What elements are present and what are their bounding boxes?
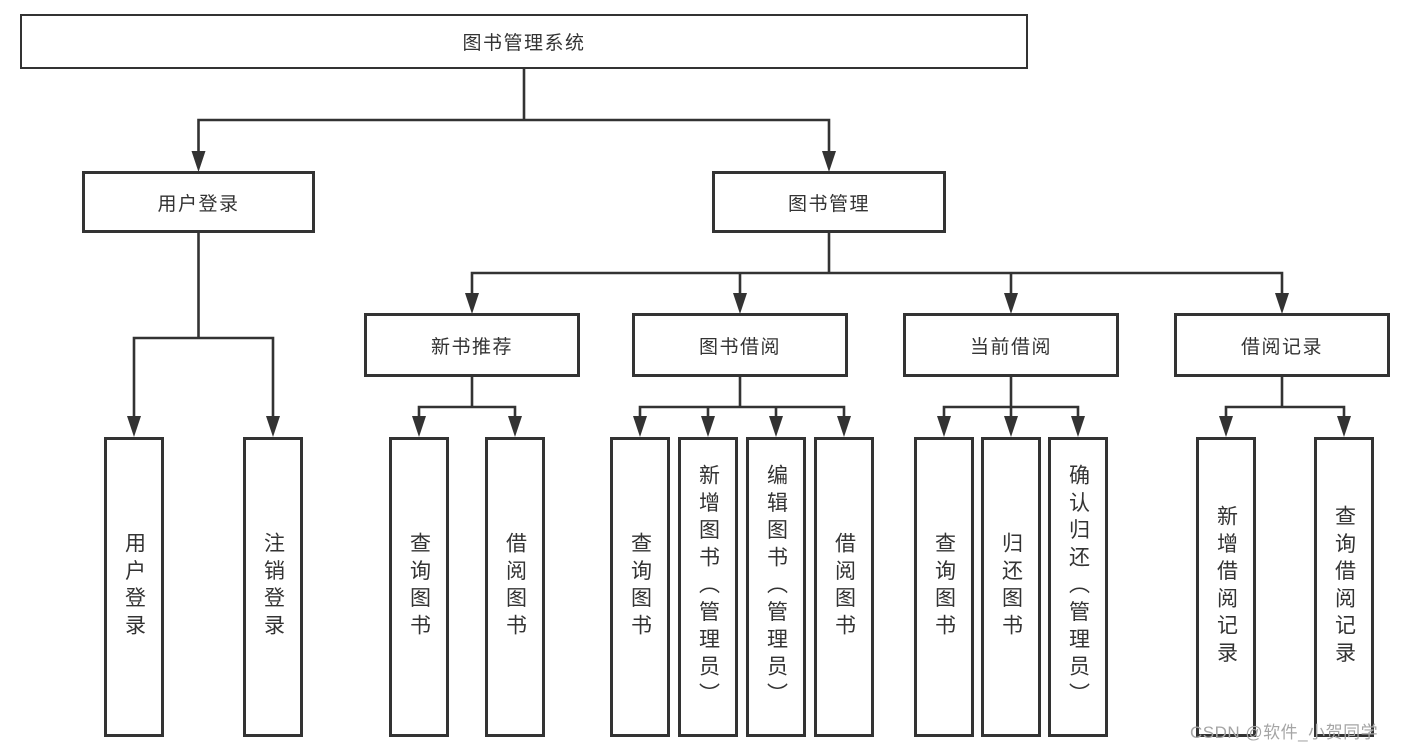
connector-book-management-children	[465, 233, 1289, 314]
leaf-nbr-query-book: 查询图书	[389, 437, 449, 737]
arrow-down-icon	[191, 151, 206, 172]
node-new-book-recommend: 新书推荐	[364, 313, 580, 377]
leaf-bb-edit-book-admin-label: 编辑图书（管理员）	[764, 464, 788, 710]
arrow-down-icon	[769, 416, 783, 437]
leaf-cb-query-book: 查询图书	[914, 437, 974, 737]
leaf-bb-add-book-admin: 新增图书（管理员）	[678, 437, 738, 737]
leaf-cb-return-book-label: 归还图书	[999, 532, 1023, 642]
leaf-nbr-query-book-label: 查询图书	[407, 532, 431, 642]
leaf-nbr-borrow-book: 借阅图书	[485, 437, 545, 737]
leaf-br-add-record: 新增借阅记录	[1196, 437, 1256, 737]
leaf-user-login-label: 用户登录	[122, 532, 146, 642]
arrow-down-icon	[1337, 416, 1351, 437]
connector-current-borrow-children	[937, 377, 1085, 437]
leaf-nbr-borrow-book-label: 借阅图书	[503, 532, 527, 642]
node-new-book-recommend-label: 新书推荐	[430, 336, 513, 358]
leaf-user-login: 用户登录	[104, 437, 164, 737]
arrow-down-icon	[937, 416, 951, 437]
leaf-bb-borrow-book: 借阅图书	[814, 437, 874, 737]
arrow-down-icon	[465, 293, 479, 314]
leaf-bb-borrow-book-label: 借阅图书	[832, 532, 856, 642]
node-borrow-records-label: 借阅记录	[1240, 336, 1323, 358]
node-book-borrow-label: 图书借阅	[698, 336, 781, 358]
node-user-login: 用户登录	[82, 171, 315, 233]
arrow-down-icon	[1219, 416, 1233, 437]
arrow-down-icon	[508, 416, 522, 437]
leaf-logout-login-label: 注销登录	[261, 532, 285, 642]
leaf-br-query-record: 查询借阅记录	[1314, 437, 1374, 737]
connector-book-borrow-children	[633, 377, 851, 437]
arrow-down-icon	[1071, 416, 1085, 437]
node-borrow-records: 借阅记录	[1174, 313, 1390, 377]
arrow-down-icon	[701, 416, 715, 437]
leaf-cb-query-book-label: 查询图书	[932, 532, 956, 642]
arrow-down-icon	[837, 416, 851, 437]
connector-new-book-children	[412, 377, 522, 437]
node-book-borrow: 图书借阅	[632, 313, 848, 377]
arrow-down-icon	[412, 416, 426, 437]
leaf-bb-add-book-admin-label: 新增图书（管理员）	[696, 464, 720, 710]
leaf-br-add-record-label: 新增借阅记录	[1214, 505, 1238, 669]
arrow-down-icon	[1004, 293, 1018, 314]
connector-borrow-record-children	[1219, 377, 1351, 437]
node-root-label: 图书管理系统	[462, 33, 586, 54]
node-book-management: 图书管理	[712, 171, 946, 233]
leaf-cb-return-book: 归还图书	[981, 437, 1041, 737]
node-current-borrow: 当前借阅	[903, 313, 1119, 377]
arrow-down-icon	[1275, 293, 1289, 314]
node-book-management-label: 图书管理	[787, 193, 870, 215]
node-user-login-label: 用户登录	[157, 193, 240, 215]
arrow-down-icon	[127, 416, 141, 437]
watermark: CSDN @软件_小贺同学	[1190, 723, 1379, 742]
leaf-cb-confirm-return-admin-label: 确认归还（管理员）	[1066, 464, 1090, 710]
leaf-bb-query-book: 查询图书	[610, 437, 670, 737]
arrow-down-icon	[822, 151, 836, 172]
leaf-br-query-record-label: 查询借阅记录	[1332, 505, 1356, 669]
node-current-borrow-label: 当前借阅	[969, 336, 1052, 358]
arrow-down-icon	[633, 416, 647, 437]
node-root: 图书管理系统	[20, 14, 1028, 69]
leaf-logout-login: 注销登录	[243, 437, 303, 737]
leaf-cb-confirm-return-admin: 确认归还（管理员）	[1048, 437, 1108, 737]
arrow-down-icon	[266, 416, 280, 437]
leaf-bb-query-book-label: 查询图书	[628, 532, 652, 642]
arrow-down-icon	[1004, 416, 1018, 437]
leaf-bb-edit-book-admin: 编辑图书（管理员）	[746, 437, 806, 737]
connector-root-to-level2	[191, 69, 836, 172]
arrow-down-icon	[733, 293, 747, 314]
connector-user-login-children	[127, 233, 280, 437]
